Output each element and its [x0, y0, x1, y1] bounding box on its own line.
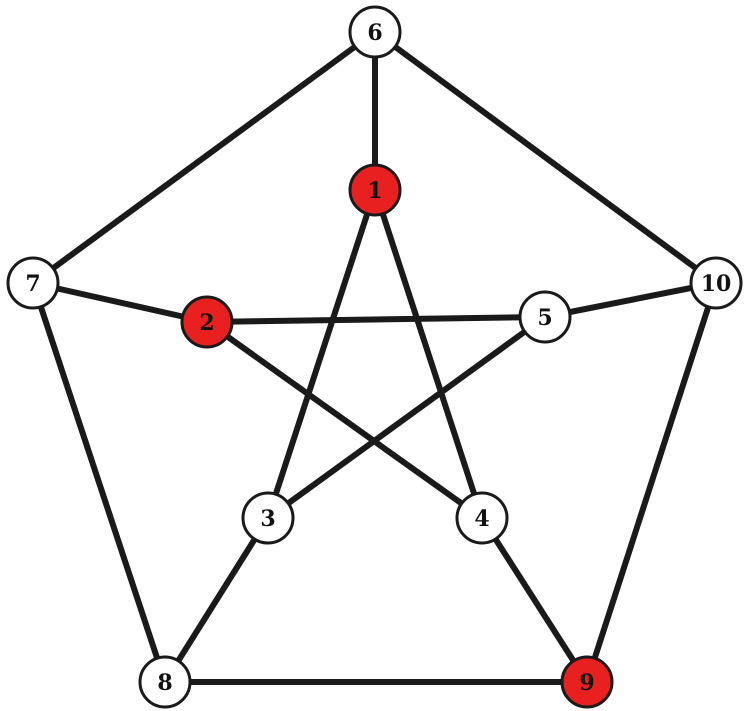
- node-9: 9: [560, 655, 614, 709]
- edge-9-4: [479, 515, 590, 685]
- edge-6-7: [30, 29, 378, 286]
- node-circle-10: [689, 256, 743, 310]
- node-label-2: 2: [199, 310, 214, 336]
- edge-7-2: [30, 280, 210, 325]
- edge-1-3: [265, 187, 378, 521]
- node-6: 6: [348, 5, 402, 59]
- node-label-3: 3: [260, 506, 275, 532]
- edge-7-8: [30, 280, 168, 685]
- edge-8-3: [162, 515, 271, 685]
- edge-2-5: [204, 314, 548, 325]
- node-8: 8: [138, 655, 192, 709]
- node-circle-8: [138, 655, 192, 709]
- node-10: 10: [689, 256, 743, 310]
- edge-2-4: [204, 319, 485, 521]
- node-3: 3: [241, 491, 295, 545]
- node-5: 5: [518, 290, 572, 344]
- edge-3-5: [265, 314, 548, 521]
- node-7: 7: [6, 256, 60, 310]
- node-circle-5: [518, 290, 572, 344]
- node-4: 4: [455, 491, 509, 545]
- node-circle-9: [560, 655, 614, 709]
- node-circle-7: [6, 256, 60, 310]
- node-circle-4: [455, 491, 509, 545]
- node-2: 2: [180, 295, 234, 349]
- node-label-4: 4: [474, 506, 489, 532]
- node-circle-6: [348, 5, 402, 59]
- node-label-8: 8: [157, 670, 172, 696]
- edges-layer: [30, 29, 719, 685]
- node-label-1: 1: [367, 178, 382, 204]
- node-label-10: 10: [701, 271, 732, 297]
- edge-1-4: [372, 187, 485, 521]
- node-circle-2: [180, 295, 234, 349]
- edge-6-10: [372, 29, 719, 286]
- node-label-9: 9: [579, 670, 594, 696]
- nodes-layer: 1 2 3 4 5 6 7 8 9 10: [6, 5, 743, 709]
- node-label-5: 5: [537, 305, 552, 331]
- edge-10-5: [542, 280, 719, 320]
- node-circle-3: [241, 491, 295, 545]
- node-label-7: 7: [25, 271, 40, 297]
- edge-10-9: [584, 280, 719, 685]
- node-label-6: 6: [367, 20, 382, 46]
- node-circle-1: [348, 163, 402, 217]
- node-1: 1: [348, 163, 402, 217]
